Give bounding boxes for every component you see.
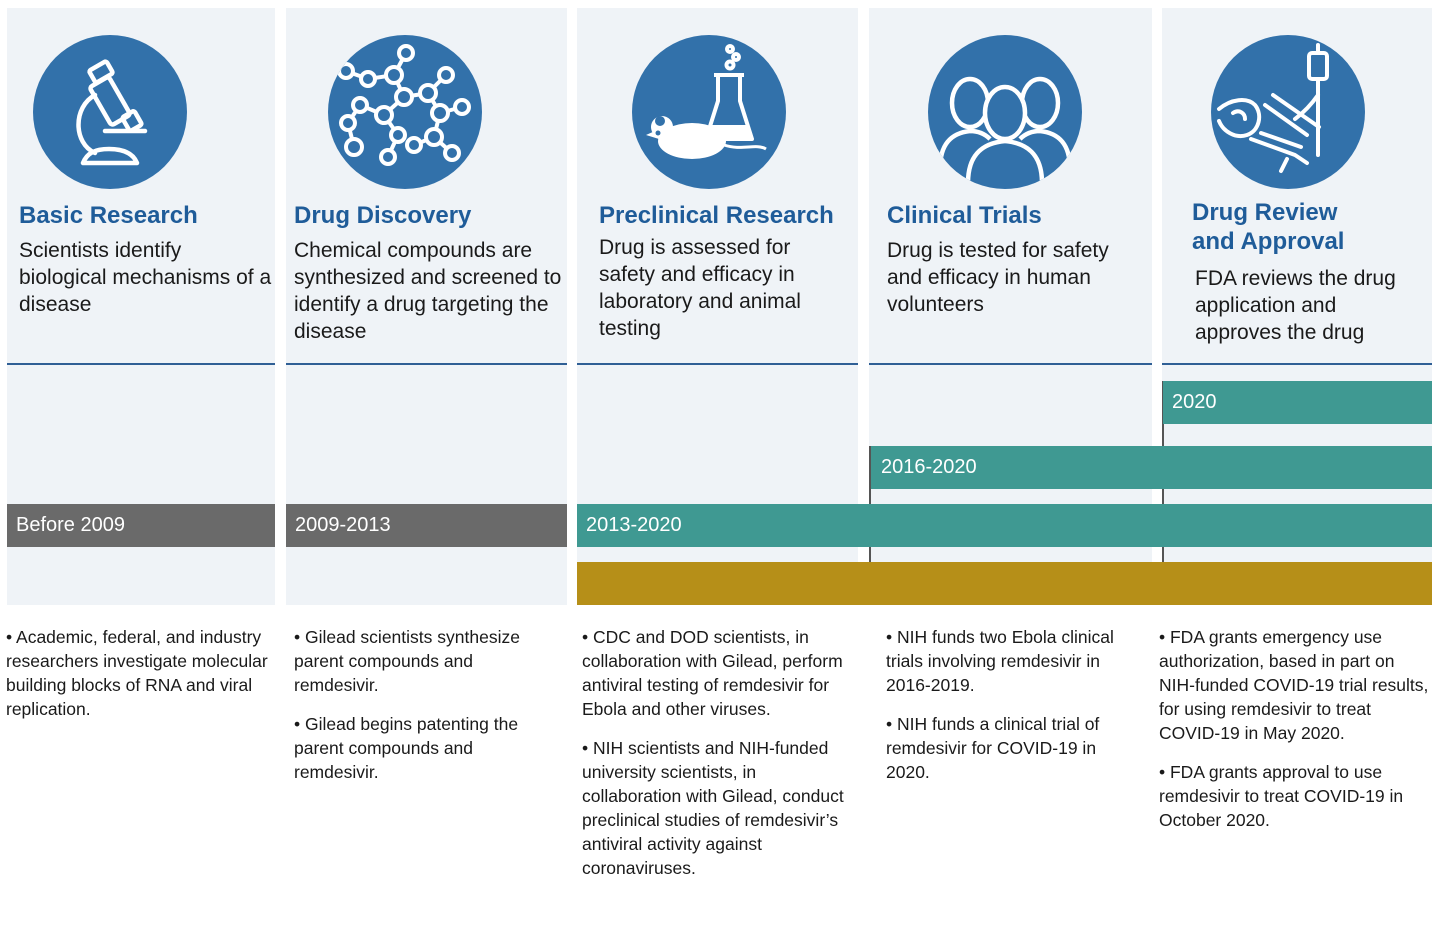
lab-mouse-flask-icon (632, 35, 786, 189)
stage-title: Basic Research (19, 202, 198, 229)
stage-title-line1: Drug Review (1192, 199, 1338, 226)
microscope-icon (33, 35, 187, 189)
notes-preclinical: • CDC and DOD scientists, in collaborati… (582, 625, 857, 895)
stage-description: Scientists identify biological mechanism… (19, 239, 272, 316)
notes-drug-review: • FDA grants emergency use authorization… (1159, 625, 1434, 847)
note-item: • Gilead begins patenting the parent com… (294, 714, 519, 782)
molecule-icon (328, 35, 482, 189)
stage-title-line2: and Approval (1192, 228, 1345, 255)
period-bar-drug-review: 2020 (1163, 381, 1432, 424)
stage-title: Drug Discovery (294, 202, 472, 229)
note-item: • CDC and DOD scientists, in collaborati… (582, 627, 843, 719)
column-divider (869, 363, 1152, 365)
people-group-icon (928, 35, 1082, 189)
period-bar-clinical-trials: 2016-2020 (871, 446, 1432, 489)
notes-clinical-trials: • NIH funds two Ebola clinical trials in… (886, 625, 1144, 799)
period-bar-basic-research: Before 2009 (7, 504, 275, 547)
column-divider (286, 363, 567, 365)
note-item: • FDA grants emergency use authorization… (1159, 627, 1429, 743)
note-item: • FDA grants approval to use remdesivir … (1159, 762, 1404, 830)
column-divider (7, 363, 275, 365)
note-item: • NIH funds two Ebola clinical trials in… (886, 627, 1114, 695)
stage-description: Drug is tested for safety and efficacy i… (887, 239, 1109, 316)
notes-basic-research: • Academic, federal, and industry resear… (6, 625, 276, 736)
patient-iv-icon (1211, 35, 1365, 189)
stage-title: Preclinical Research (599, 202, 834, 229)
note-item: • NIH funds a clinical trial of remdesiv… (886, 714, 1100, 782)
note-item: • Academic, federal, and industry resear… (6, 627, 268, 719)
note-item: • Gilead scientists synthesize parent co… (294, 627, 520, 695)
column-divider (1162, 363, 1432, 365)
notes-drug-discovery: • Gilead scientists synthesize parent co… (294, 625, 559, 799)
period-bar-drug-discovery: 2009-2013 (286, 504, 567, 547)
stage-title: Clinical Trials (887, 202, 1042, 229)
stage-description: Drug is assessed for safety and efficacy… (599, 236, 801, 340)
stage-description: Chemical compounds are synthesized and s… (294, 239, 562, 343)
column-divider (577, 363, 858, 365)
note-item: • NIH scientists and NIH-funded universi… (582, 738, 844, 878)
ongoing-bar (577, 562, 1432, 605)
stage-description: FDA reviews the drug application and app… (1195, 267, 1396, 344)
period-bar-preclinical: 2013-2020 (577, 504, 1432, 547)
